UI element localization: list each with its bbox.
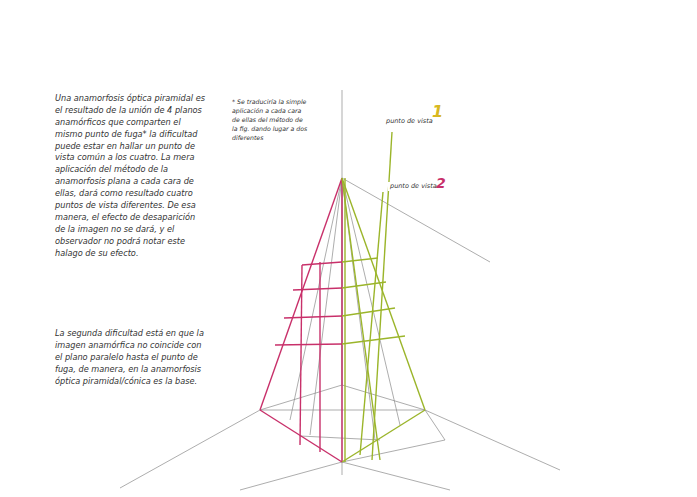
viewpoint-label: punto de vista: [384, 117, 435, 126]
viewpoint-number: 1: [432, 104, 443, 120]
handwritten-note: Una anamorfosis óptica piramidal es el r…: [55, 93, 205, 259]
viewpoint-label: punto de vista: [388, 182, 439, 191]
handwritten-note: La segunda dificultad está en que la ima…: [55, 328, 205, 387]
viewpoint-number: 2: [436, 176, 446, 190]
handwritten-note: * Se traduciría la simple aplicación a c…: [232, 98, 308, 143]
